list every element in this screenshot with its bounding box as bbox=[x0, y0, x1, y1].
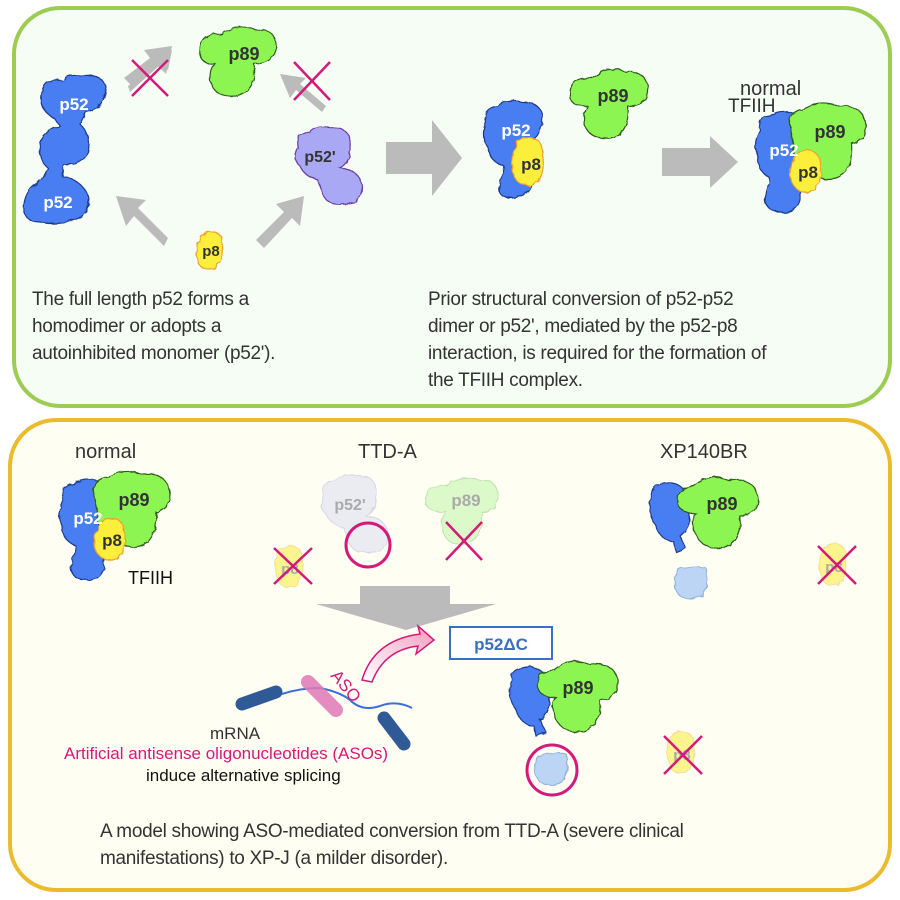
p52-label: p52 bbox=[501, 121, 530, 140]
p52dc-box bbox=[449, 626, 553, 660]
label-normal: normal bbox=[740, 78, 802, 100]
label-aso-full: Artificial antisense oligonucleotides (A… bbox=[64, 744, 389, 763]
caption-line: homodimer or adopts a bbox=[32, 316, 222, 337]
p52-truncated-p89-complex bbox=[649, 476, 759, 553]
caption-line: the TFIIH complex. bbox=[428, 370, 583, 391]
caption-line: Prior structural conversion of p52-p52 bbox=[428, 289, 734, 310]
cross-icon bbox=[293, 61, 331, 101]
p8-label: p8 bbox=[521, 155, 541, 174]
p52-dimer bbox=[23, 74, 107, 225]
label-mrna: mRNA bbox=[210, 724, 261, 743]
header-ttd-a: TTD-A bbox=[358, 441, 417, 463]
arrow-right bbox=[386, 120, 462, 196]
arrow-p8-to-p52-dimer bbox=[116, 196, 168, 246]
p89-label: p89 bbox=[451, 491, 480, 510]
p52-fragment bbox=[534, 752, 568, 786]
p89-protein bbox=[199, 26, 277, 97]
caption-line: dimer or p52', mediated by the p52-p8 bbox=[428, 316, 738, 337]
caption-line: The full length p52 forms a bbox=[32, 289, 249, 310]
caption-line: interaction, is required for the formati… bbox=[428, 343, 767, 364]
arrow-p52prime-to-p89 bbox=[280, 74, 326, 112]
caption-bottom: A model showing ASO-mediated conversion … bbox=[100, 818, 684, 872]
p52-prime-faded bbox=[320, 474, 389, 553]
label-tfiih: TFIIH bbox=[728, 96, 776, 117]
p89-protein bbox=[569, 68, 649, 139]
p89-faded bbox=[425, 477, 499, 545]
p52-p8-complex bbox=[482, 100, 544, 199]
curved-arrow bbox=[361, 623, 436, 683]
highlight-circle bbox=[525, 743, 579, 797]
cross-icon bbox=[273, 547, 313, 585]
p8-label: p8 bbox=[102, 531, 122, 550]
p8-label: p8 bbox=[798, 163, 818, 182]
aso-oligo bbox=[301, 675, 343, 717]
caption-line: manifestations) to XP-J (a milder disord… bbox=[100, 848, 448, 869]
p52-prime-label: p52' bbox=[334, 497, 365, 514]
p89-label: p89 bbox=[562, 678, 593, 698]
p89-label: p89 bbox=[228, 44, 259, 64]
p52-prime-protein bbox=[294, 126, 363, 205]
cross-icon bbox=[817, 545, 857, 585]
p8-label: p8 bbox=[202, 243, 220, 260]
p52dc-p89-complex bbox=[509, 660, 619, 737]
caption-right: Prior structural conversion of p52-p52 d… bbox=[428, 286, 766, 394]
p52-label: p52 bbox=[59, 95, 88, 114]
p89-label: p89 bbox=[597, 86, 628, 106]
p8-protein bbox=[195, 231, 223, 270]
arrow-p8-to-p52prime bbox=[256, 196, 304, 248]
arrow-right bbox=[662, 136, 738, 188]
tfiih-complex bbox=[754, 102, 867, 213]
header-normal: normal bbox=[75, 441, 137, 463]
top-panel bbox=[12, 6, 892, 408]
cross-icon bbox=[445, 521, 483, 561]
p52-label: p52 bbox=[73, 509, 102, 528]
p52-fragment bbox=[674, 566, 708, 600]
p52-label: p52 bbox=[769, 141, 798, 160]
cross-icon bbox=[663, 735, 703, 775]
p89-label: p89 bbox=[814, 122, 845, 142]
label-aso-effect: induce alternative splicing bbox=[146, 766, 341, 785]
tfiih-complex-normal bbox=[58, 470, 171, 581]
arrow-p52-to-p89 bbox=[124, 46, 172, 92]
arrow-down bbox=[316, 586, 496, 630]
label-tfiih: TFIIH bbox=[128, 568, 173, 588]
p52dc-label: p52ΔC bbox=[474, 635, 528, 654]
p89-label: p89 bbox=[118, 490, 149, 510]
p52-label: p52 bbox=[43, 193, 72, 212]
caption-line: A model showing ASO-mediated conversion … bbox=[100, 821, 684, 842]
caption-left: The full length p52 forms a homodimer or… bbox=[32, 286, 275, 367]
p52-prime-label: p52' bbox=[304, 149, 335, 166]
header-xp140br: XP140BR bbox=[660, 441, 748, 463]
p89-label: p89 bbox=[706, 494, 737, 514]
highlight-circle bbox=[344, 521, 392, 569]
cross-icon bbox=[131, 59, 169, 97]
caption-line: autoinhibited monomer (p52'). bbox=[32, 343, 276, 364]
